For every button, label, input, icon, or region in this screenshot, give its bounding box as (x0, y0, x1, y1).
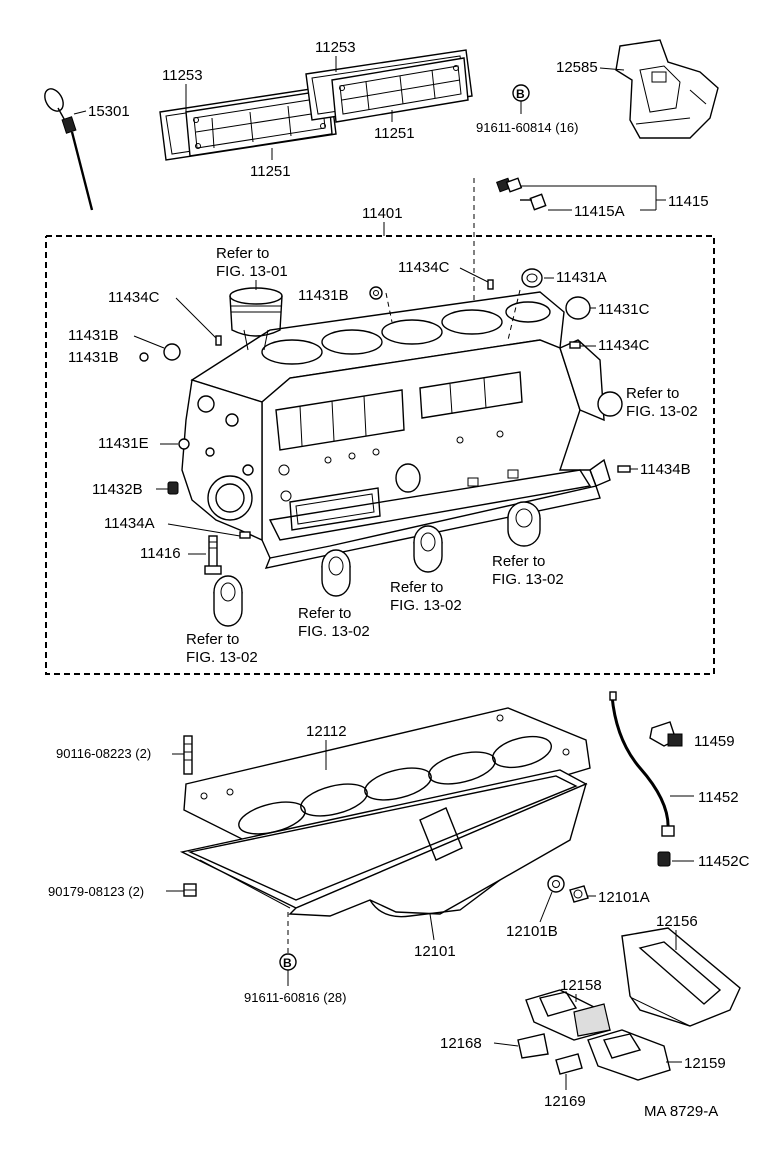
plug-11431B-left1 (163, 343, 181, 361)
refer-1-line2: FIG. 13-02 (186, 649, 258, 666)
plug-11431A (521, 268, 543, 288)
piston-reference (229, 287, 283, 351)
cylinder-block (181, 291, 611, 569)
label-11431B-center: 11431B (298, 287, 349, 304)
plug-11431B-left2 (139, 352, 149, 362)
label-12101B: 12101B (506, 923, 558, 940)
label-11434C-left: 11434C (108, 289, 160, 306)
block-12159 (587, 1029, 671, 1081)
plug-11431B-center (369, 286, 383, 300)
jet-11416 (204, 535, 222, 575)
pin-11434A (239, 531, 251, 539)
bearing-ref-3 (413, 525, 443, 573)
refer-right-line1: Refer to (626, 385, 679, 402)
side-cover-11251-right (331, 57, 469, 123)
label-11251-left: 11251 (250, 163, 291, 180)
drain-plug-12101A (569, 885, 589, 903)
spacer-12168 (517, 1033, 549, 1059)
clip-11459 (649, 721, 683, 747)
refer-1-line1: Refer to (186, 631, 239, 648)
label-12169: 12169 (544, 1093, 586, 1110)
bearing-ref-2 (321, 549, 351, 597)
label-91611-60816: 91611-60816 (28) (244, 990, 346, 1005)
label-11253-top: 11253 (315, 39, 356, 56)
label-12159: 12159 (684, 1055, 726, 1072)
drawing-code: MA 8729-A (644, 1103, 718, 1120)
label-11459: 11459 (694, 733, 735, 750)
label-11253-left: 11253 (162, 67, 203, 84)
label-11434C-right: 11434C (598, 337, 650, 354)
label-12168: 12168 (440, 1035, 482, 1052)
label-11431B-left2: 11431B (68, 349, 119, 366)
bolt-marker-b-bottom: B (279, 953, 297, 986)
refer-13-01-line2: FIG. 13-01 (216, 263, 288, 280)
oil-pan-gasket-12112 (183, 707, 591, 861)
bracket-12585 (615, 39, 719, 139)
b-marker-letter-bottom: B (283, 956, 292, 970)
oil-pan-12101 (179, 769, 588, 918)
label-11251-right: 11251 (374, 125, 415, 142)
bearing-ref-1 (213, 575, 243, 627)
b-marker-letter-top: B (516, 87, 525, 101)
pin-11434B (617, 465, 631, 473)
label-11415: 11415 (668, 193, 709, 210)
refer-2-line2: FIG. 13-02 (298, 623, 370, 640)
label-11431B-left1: 11431B (68, 327, 119, 344)
label-91611-60814: 91611-60814 (16) (476, 120, 578, 135)
baffle-12156 (621, 927, 741, 1027)
refer-4-line1: Refer to (492, 553, 545, 570)
stud-90116 (183, 735, 193, 775)
label-12158: 12158 (560, 977, 602, 994)
seal-ref-13-02-right (597, 391, 623, 417)
label-90116-08223: 90116-08223 (2) (56, 746, 151, 761)
refer-right-line2: FIG. 13-02 (626, 403, 698, 420)
label-11434B: 11434B (640, 461, 691, 478)
oil-dipstick-15301 (44, 88, 94, 211)
label-11452C: 11452C (698, 853, 750, 870)
label-11452: 11452 (698, 789, 739, 806)
dipstick-guide-11452 (609, 691, 675, 867)
refer-13-01-line1: Refer to (216, 245, 269, 262)
plug-11431E (178, 438, 190, 450)
pin-11434C-center (487, 279, 494, 290)
gasket-12101B (547, 875, 565, 893)
block-12158 (525, 989, 612, 1041)
bearing-ref-4 (507, 501, 541, 547)
label-11416: 11416 (140, 545, 181, 562)
label-11431C: 11431C (598, 301, 650, 318)
drain-cock-11415 (496, 177, 547, 211)
label-11401: 11401 (362, 205, 403, 222)
label-11432B: 11432B (92, 481, 143, 498)
label-11431A: 11431A (556, 269, 607, 286)
pin-11434C-left (215, 335, 222, 346)
label-12112: 12112 (306, 723, 347, 740)
label-11431E: 11431E (98, 435, 149, 452)
label-11434A: 11434A (104, 515, 155, 532)
label-90179-08123: 90179-08123 (2) (48, 884, 144, 899)
refer-3-line1: Refer to (390, 579, 443, 596)
block-assembly-boundary (45, 235, 715, 675)
refer-4-line2: FIG. 13-02 (492, 571, 564, 588)
label-15301: 15301 (88, 103, 130, 120)
plug-11432B (167, 481, 179, 495)
label-12156: 12156 (656, 913, 698, 930)
plug-90179 (183, 883, 197, 897)
label-12101A: 12101A (598, 889, 650, 906)
label-11415A: 11415A (574, 203, 625, 220)
label-12585: 12585 (556, 59, 598, 76)
refer-3-line2: FIG. 13-02 (390, 597, 462, 614)
pin-11434C-right (569, 341, 581, 349)
label-12101: 12101 (414, 943, 456, 960)
label-11434C-center: 11434C (398, 259, 450, 276)
spacer-12169 (555, 1053, 583, 1075)
bolt-marker-b-top: B (512, 84, 530, 114)
plug-11431C (565, 296, 591, 320)
refer-2-line1: Refer to (298, 605, 351, 622)
